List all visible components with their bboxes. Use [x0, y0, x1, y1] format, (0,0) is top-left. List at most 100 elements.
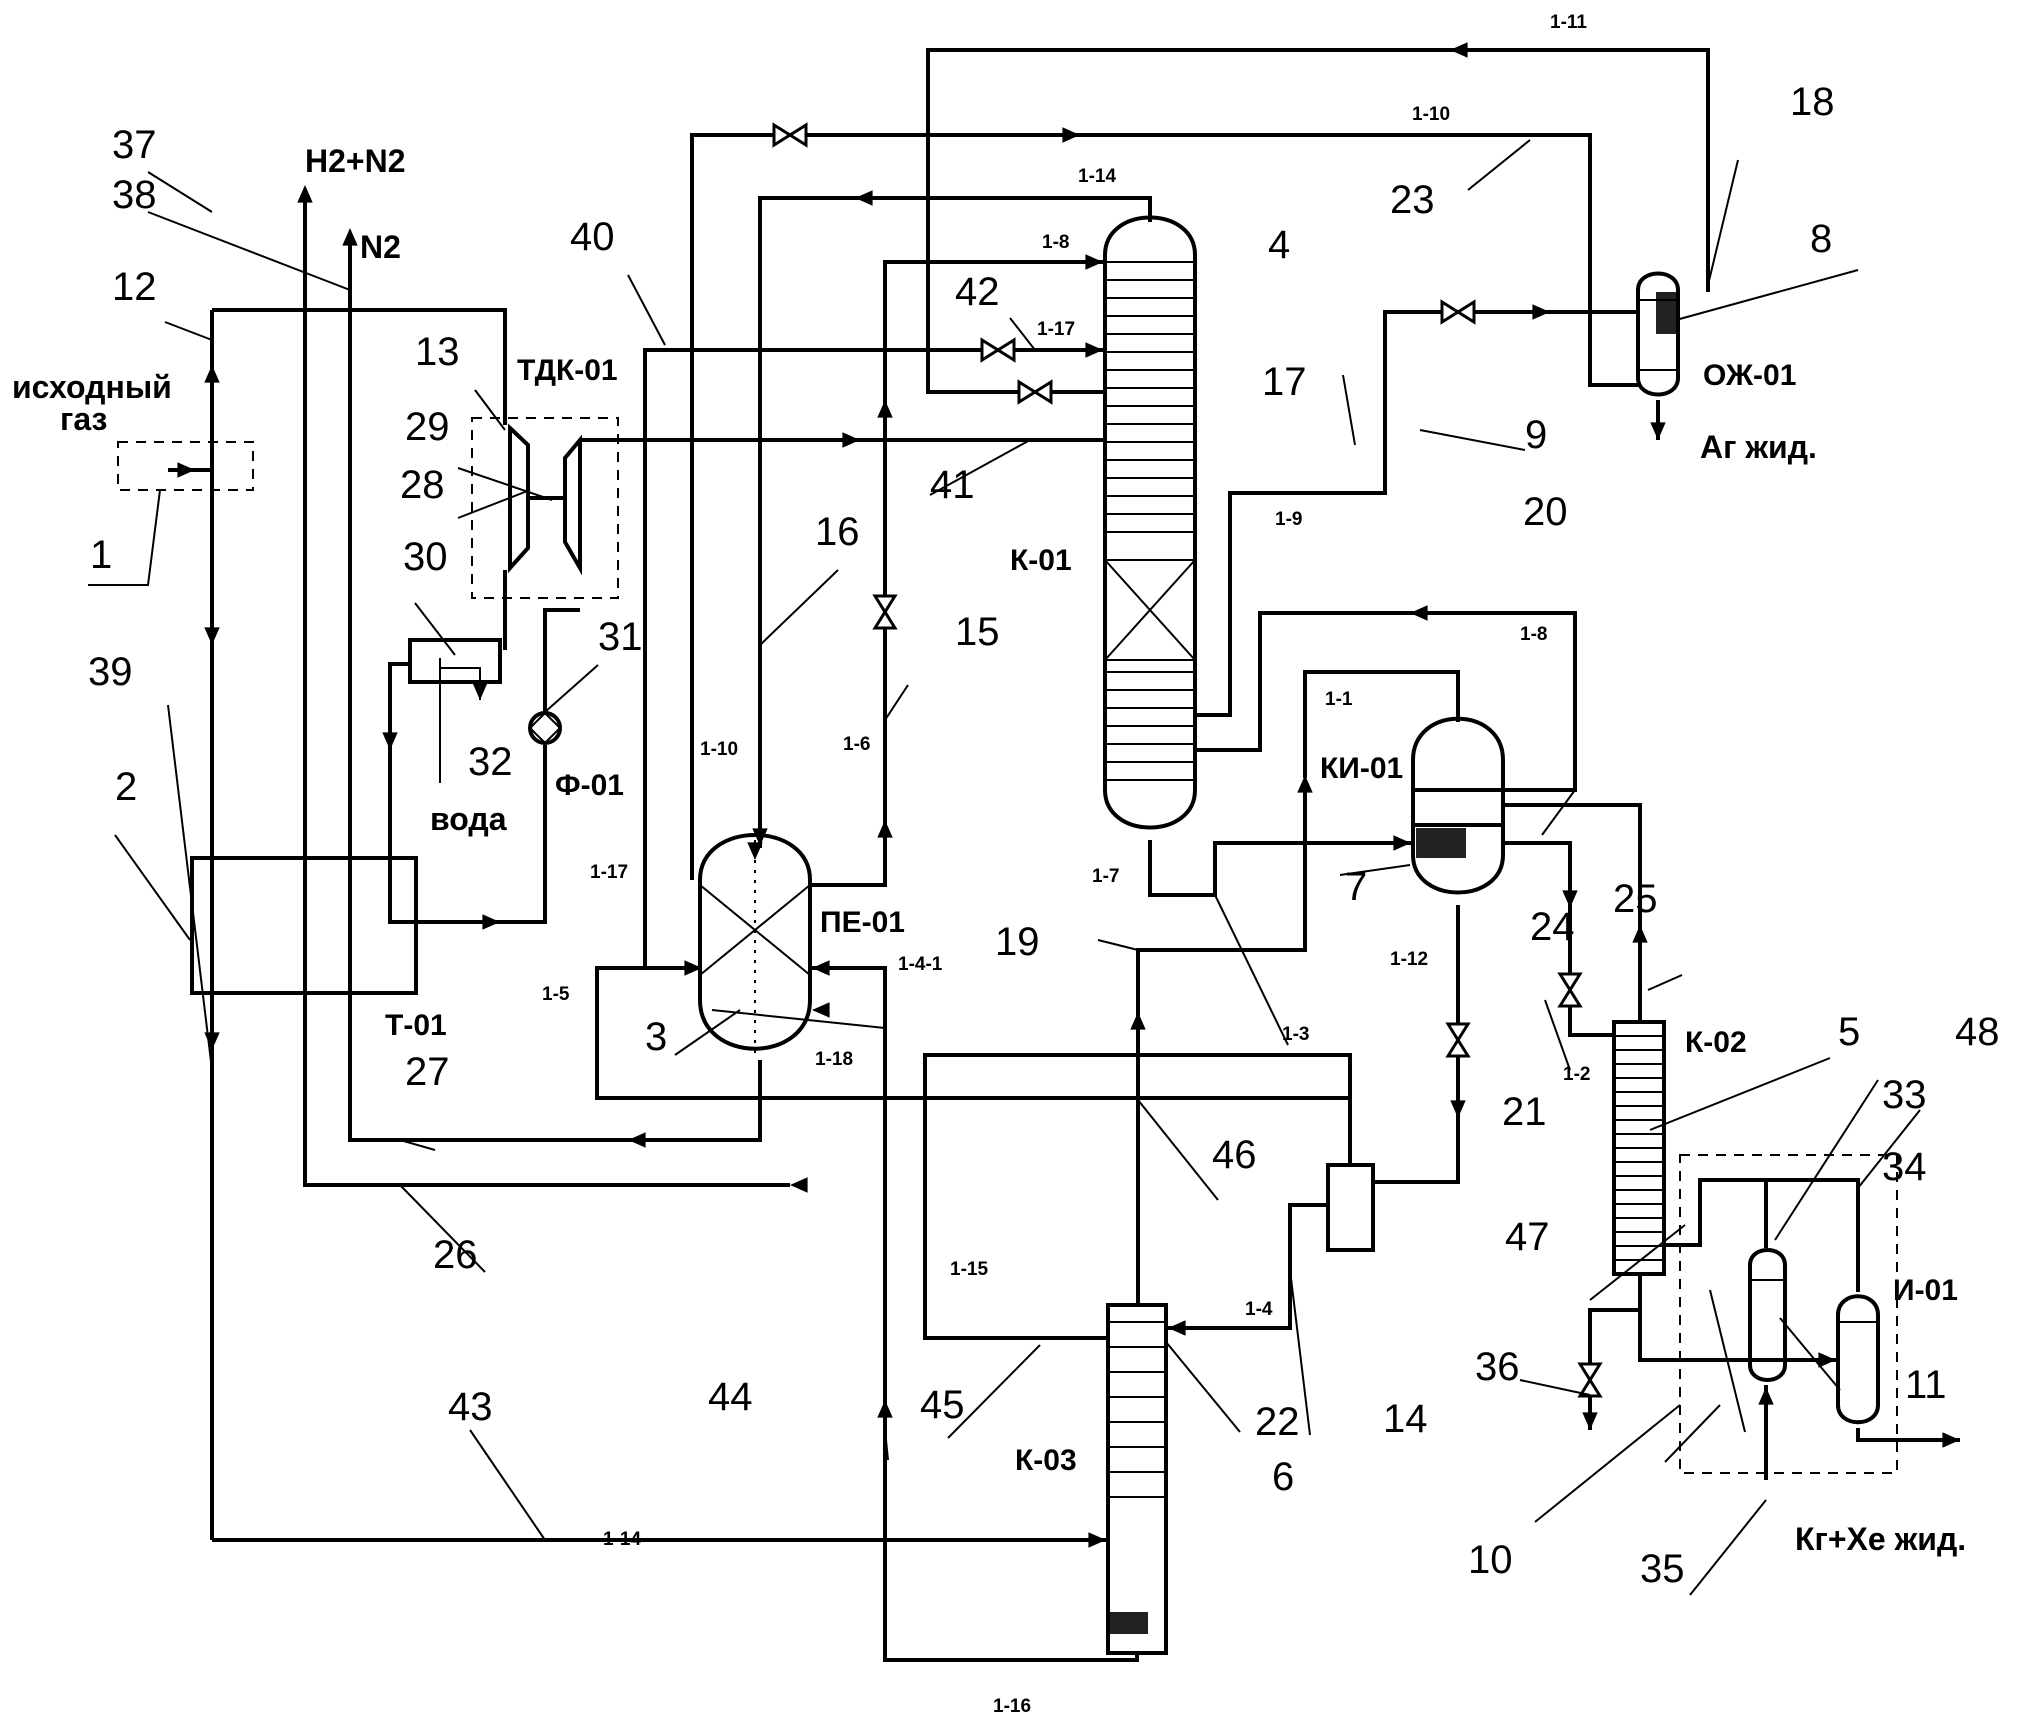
flow-arrow-icon [1450, 42, 1468, 58]
callout-leader [414, 602, 456, 656]
callout-number: 31 [598, 615, 643, 659]
callout-leader [947, 1344, 1041, 1439]
callout-number: 33 [1882, 1073, 1927, 1117]
callout-number: 1 [90, 533, 112, 577]
turbo-expander-enclosure [471, 417, 619, 599]
callout-leader [1857, 1109, 1921, 1189]
stream-1-1: 1-1 [1325, 689, 1353, 710]
callout-number: 8 [1810, 217, 1832, 261]
condenser-liquid-level [1416, 828, 1466, 858]
callout-leader [1009, 317, 1036, 351]
callout-leader [1649, 1057, 1831, 1131]
line-1-12 [1373, 905, 1460, 1184]
flow-arrow-icon [1410, 605, 1428, 621]
line-1-3 [923, 1053, 1352, 1340]
t01-tag: Т-01 [385, 1009, 447, 1042]
f01-tag: Ф-01 [555, 769, 624, 802]
flow-arrow-icon [1818, 1352, 1836, 1368]
callout-number: 19 [995, 920, 1040, 964]
callout-leader [1165, 1341, 1241, 1433]
evaporator-i01 [1836, 1294, 1880, 1425]
callout-leader [88, 489, 161, 586]
valve-icon [980, 337, 1016, 363]
callout-number: 37 [112, 123, 157, 167]
callout-leader [1774, 1079, 1879, 1241]
condenser-evaporator-ki01 [1411, 716, 1505, 895]
flow-arrow-icon [204, 627, 220, 645]
callout-number: 4 [1268, 223, 1290, 267]
stream-1-9: 1-9 [1275, 509, 1302, 530]
callout-number: 48 [1955, 1010, 2000, 1054]
flow-arrow-icon [1062, 127, 1080, 143]
stream-1-8-k01: 1-8 [1042, 232, 1069, 253]
flow-arrow-icon [342, 228, 358, 246]
callout-leader [1675, 269, 1859, 321]
line-1-6 [810, 260, 1105, 887]
callout-leader [469, 1429, 546, 1541]
k03-tag: К-03 [1015, 1444, 1077, 1477]
callout-leader [1589, 1224, 1686, 1301]
callout-leader [114, 834, 191, 941]
stream-1-17: 1-17 [1037, 319, 1075, 340]
feed-inlet-box [117, 441, 254, 491]
line-1-5 [595, 966, 1350, 1100]
callout-leader [884, 684, 909, 721]
valve-icon [1440, 299, 1476, 325]
callout-leader [1544, 999, 1571, 1071]
evaporator-unit-enclosure [1679, 1154, 1898, 1474]
flow-arrow-icon [855, 190, 873, 206]
flow-arrow-icon [812, 960, 830, 976]
callout-number: 34 [1882, 1145, 1927, 1189]
stream-1-14-top: 1-14 [1078, 166, 1116, 187]
flow-arrow-icon [812, 1002, 830, 1018]
callout-number: 36 [1475, 1345, 1520, 1389]
callout-number: 20 [1523, 490, 1568, 534]
filter-f01 [528, 711, 562, 745]
callout-number: 39 [88, 650, 133, 694]
flow-arrow-icon [790, 1177, 808, 1193]
flow-arrow-icon [1168, 1320, 1186, 1336]
flow-arrow-icon [1450, 1100, 1466, 1118]
column-k01 [1103, 215, 1197, 830]
callout-leader [884, 1429, 889, 1461]
flow-arrow-icon [747, 842, 763, 860]
callout-leader [1664, 1404, 1721, 1463]
flow-arrow-icon [382, 732, 398, 750]
flow-arrow-icon [1085, 254, 1103, 270]
kr-xe-liquid-label: Кг+Хе жид. [1795, 1521, 1966, 1557]
flow-arrow-icon [877, 1400, 893, 1418]
callout-number: 17 [1262, 360, 1307, 404]
callout-number: 38 [112, 173, 157, 217]
water-label: вода [430, 801, 507, 837]
flow-arrow-icon [1562, 890, 1578, 908]
stream-1-16: 1-16 [993, 1696, 1031, 1717]
valve-icon [872, 594, 898, 630]
callout-number: 6 [1272, 1455, 1294, 1499]
callout-leader [1534, 1404, 1681, 1523]
flow-arrow-icon [752, 828, 768, 846]
callout-number: 26 [433, 1233, 478, 1277]
callout-leader [164, 321, 213, 341]
flow-arrow-icon [1297, 775, 1313, 793]
tdk01-tag: ТДК-01 [517, 354, 618, 387]
callout-leader [674, 1009, 741, 1056]
flow-arrow-icon [877, 820, 893, 838]
callout-leader [1289, 1269, 1311, 1436]
flow-arrow-icon [1632, 925, 1648, 943]
callout-leader [1467, 139, 1531, 191]
callout-leaders [88, 139, 1921, 1596]
flow-arrows [177, 42, 1960, 1548]
vessel-33 [1748, 1248, 1787, 1382]
callout-number: 30 [403, 535, 448, 579]
callout-number: 3 [645, 1015, 667, 1059]
flow-arrow-icon [684, 960, 702, 976]
stream-1-11: 1-11 [1550, 12, 1587, 33]
callout-number: 46 [1212, 1133, 1257, 1177]
flow-arrow-icon [297, 185, 313, 203]
flow-arrow-icon [204, 365, 220, 383]
flow-arrow-icon [1085, 342, 1103, 358]
callout-number: 35 [1640, 1547, 1685, 1591]
separator-14 [1326, 1163, 1375, 1252]
line-1-14-top [758, 196, 1152, 848]
